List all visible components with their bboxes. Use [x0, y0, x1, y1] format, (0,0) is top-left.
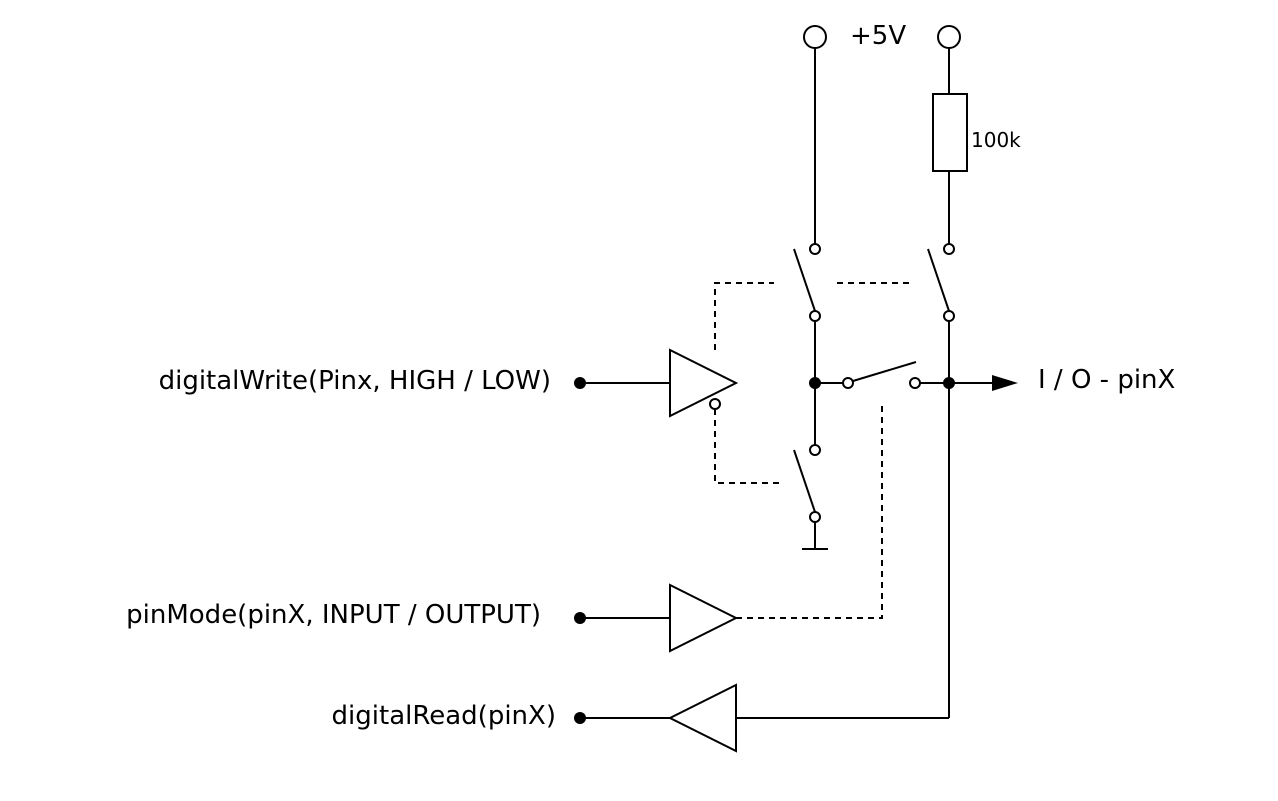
resistor-value-label: 100k: [971, 128, 1021, 152]
pullup-resistor: [932, 93, 968, 172]
supply-terminal-right: [937, 25, 961, 49]
mode-switch: [815, 361, 949, 389]
io-pin-arrow: [949, 375, 1018, 391]
read-buffer: [667, 683, 737, 753]
io-pin-label: I / O - pinX: [1038, 365, 1175, 395]
digital-write-path: [574, 348, 739, 418]
control-link-mode: [736, 405, 883, 619]
supply-branch-right: [932, 25, 968, 244]
digital-read-label: digitalRead(pinX): [332, 701, 556, 731]
low-side-switch: [793, 444, 828, 550]
high-side-switch: [793, 243, 821, 445]
supply-terminal-left: [803, 25, 827, 49]
control-link-high: [714, 282, 774, 350]
junction-dot: [809, 377, 821, 389]
supply-branch-left: [803, 25, 827, 244]
digital-read-path: [574, 683, 949, 753]
control-link-low: [714, 409, 781, 484]
write-buffer: [669, 348, 739, 418]
pin-mode-label: pinMode(pinX, INPUT / OUTPUT): [126, 600, 541, 630]
pullup-switch: [927, 243, 955, 718]
mode-buffer: [669, 583, 739, 653]
digital-write-label: digitalWrite(Pinx, HIGH / LOW): [159, 366, 551, 396]
supply-voltage-label: +5V: [850, 21, 906, 51]
pin-mode-path: [574, 405, 883, 653]
